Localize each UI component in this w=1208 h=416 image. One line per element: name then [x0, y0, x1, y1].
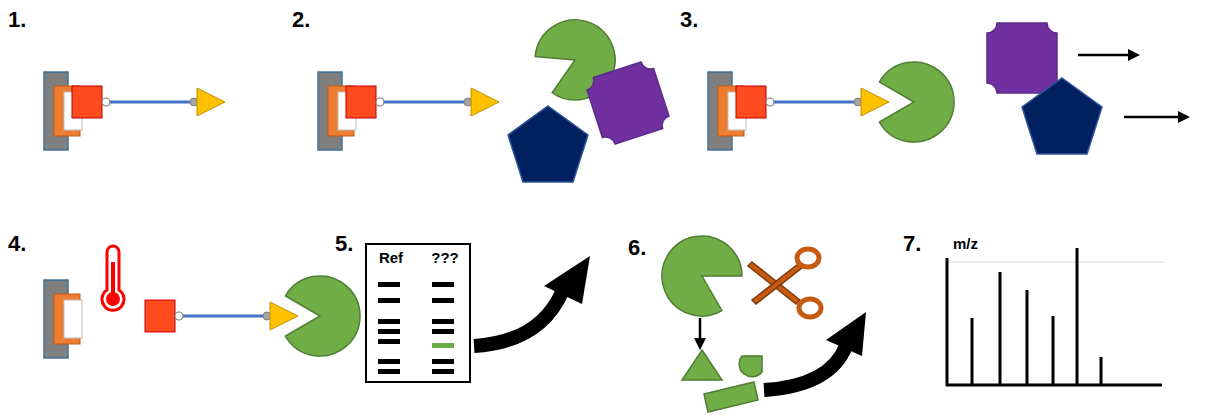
step-number: 3.: [680, 8, 698, 32]
step-number: 2.: [292, 8, 310, 32]
step-number: 5.: [335, 232, 353, 256]
step-number: 4.: [8, 232, 26, 256]
gel-box: Ref???: [365, 243, 471, 383]
step-number: 7.: [903, 232, 921, 256]
lane-header: ???: [431, 250, 459, 267]
step-number: 1.: [8, 8, 26, 32]
axis-label: m/z: [953, 236, 978, 253]
step-number: 6.: [628, 236, 646, 260]
lane-header: Ref: [379, 250, 403, 267]
